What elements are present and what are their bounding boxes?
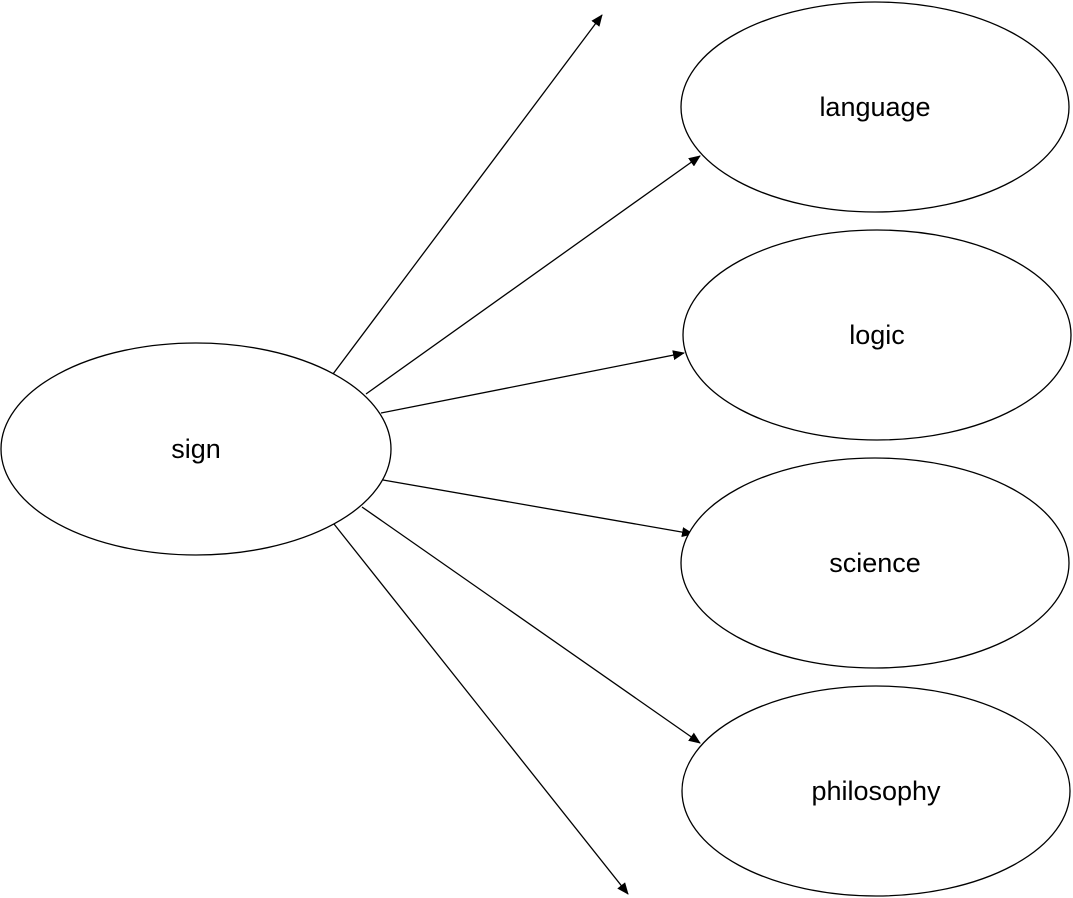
node-sign: sign xyxy=(0,342,392,556)
node-logic: logic xyxy=(682,229,1072,441)
node-sign-shape xyxy=(0,342,392,556)
node-logic-shape xyxy=(682,229,1072,441)
node-science-shape xyxy=(680,457,1070,669)
arrow-sign-to-logic xyxy=(380,350,685,414)
node-language-label: language xyxy=(819,92,930,122)
node-logic-label: logic xyxy=(849,320,905,350)
node-science-label: science xyxy=(829,548,921,578)
node-philosophy-label: philosophy xyxy=(811,776,941,806)
node-sign-label: sign xyxy=(171,434,221,464)
node-language-shape xyxy=(680,1,1070,213)
node-philosophy: philosophy xyxy=(681,685,1071,897)
arrow-sign-to-language xyxy=(365,155,701,395)
node-philosophy-shape xyxy=(681,685,1071,897)
arrow-sign-to-science xyxy=(382,479,694,538)
arrow-up-unlabeled xyxy=(332,14,603,375)
node-science: science xyxy=(680,457,1070,669)
edges xyxy=(332,14,701,895)
arrow-down-unlabeled xyxy=(333,523,629,895)
node-language: language xyxy=(680,1,1070,213)
arrow-sign-to-philosophy xyxy=(361,506,701,744)
